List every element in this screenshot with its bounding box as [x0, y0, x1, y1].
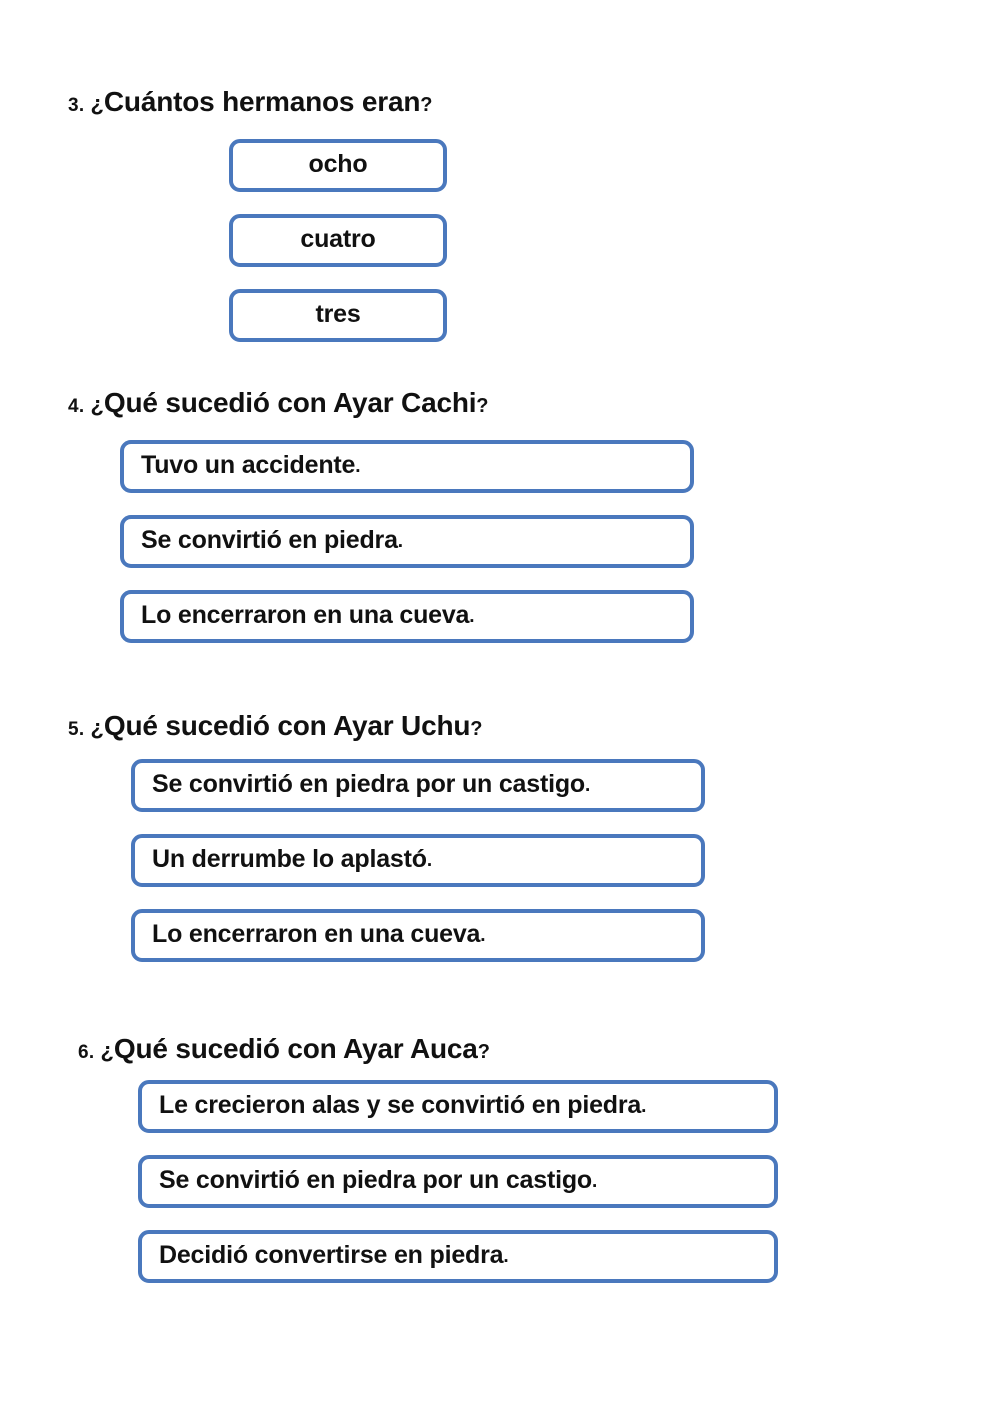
question-open-mark-4: ¿	[90, 392, 104, 417]
option-3-1-label: ocho	[308, 150, 368, 178]
option-5-1-dot: .	[584, 774, 591, 796]
question-heading-5: 5.¿Qué sucedió con Ayar Uchu?	[68, 712, 1000, 740]
question-open-mark-3: ¿	[90, 91, 104, 116]
option-5-3[interactable]: Lo encerraron en una cueva.	[131, 909, 705, 962]
question-block-3: 3.¿Cuántos hermanos eran? ocho cuatro tr…	[0, 88, 1000, 342]
question-number-3: 3.	[68, 95, 85, 116]
option-6-2-dot: .	[591, 1170, 598, 1192]
option-6-1-label: Le crecieron alas y se convirtió en pied…	[159, 1091, 642, 1119]
question-block-5: 5.¿Qué sucedió con Ayar Uchu? Se convirt…	[0, 712, 1000, 962]
option-3-1[interactable]: ocho	[229, 139, 447, 192]
question-heading-4: 4.¿Qué sucedió con Ayar Cachi?	[68, 389, 1000, 417]
question-text-6: Qué sucedió con Ayar Auca	[113, 1033, 478, 1064]
question-text-3: Cuántos hermanos eran	[103, 86, 421, 117]
question-text-5: Qué sucedió con Ayar Uchu	[103, 710, 471, 741]
question-text-4: Qué sucedió con Ayar Cachi	[103, 387, 477, 418]
question-number-4: 4.	[68, 396, 85, 417]
question-close-mark-3: ?	[420, 94, 433, 116]
option-5-2-dot: .	[426, 849, 433, 871]
question-open-mark-6: ¿	[100, 1038, 114, 1063]
option-3-3[interactable]: tres	[229, 289, 447, 342]
question-number-5: 5.	[68, 719, 85, 740]
option-4-2-label: Se convirtió en piedra	[141, 526, 398, 554]
option-list-3: ocho cuatro tres	[229, 139, 447, 342]
option-4-1-label: Tuvo un accidente	[141, 451, 356, 479]
option-5-3-label: Lo encerraron en una cueva	[152, 920, 481, 948]
option-5-2-label: Un derrumbe lo aplastó	[152, 845, 427, 873]
option-6-3-dot: .	[503, 1245, 509, 1267]
option-6-1-dot: .	[641, 1095, 647, 1117]
option-6-3-label: Decidió convertirse en piedra	[159, 1241, 504, 1269]
option-list-6: Le crecieron alas y se convirtió en pied…	[138, 1080, 778, 1283]
option-3-3-label: tres	[315, 300, 361, 328]
question-close-mark-5: ?	[470, 718, 483, 740]
option-5-1[interactable]: Se convirtió en piedra por un castigo.	[131, 759, 705, 812]
question-close-mark-6: ?	[477, 1041, 490, 1063]
option-3-2[interactable]: cuatro	[229, 214, 447, 267]
question-number-6: 6.	[78, 1042, 95, 1063]
option-3-2-label: cuatro	[300, 225, 376, 253]
option-4-2-dot: .	[397, 530, 404, 552]
option-list-5: Se convirtió en piedra por un castigo. U…	[131, 759, 705, 962]
option-4-2[interactable]: Se convirtió en piedra.	[120, 515, 694, 568]
option-6-1[interactable]: Le crecieron alas y se convirtió en pied…	[138, 1080, 778, 1133]
option-6-3[interactable]: Decidió convertirse en piedra.	[138, 1230, 778, 1283]
question-close-mark-4: ?	[476, 395, 489, 417]
question-heading-3: 3.¿Cuántos hermanos eran?	[68, 88, 1000, 116]
option-6-2[interactable]: Se convirtió en piedra por un castigo.	[138, 1155, 778, 1208]
question-block-6: 6.¿Qué sucedió con Ayar Auca? Le crecier…	[0, 1035, 1000, 1283]
option-4-1-dot: .	[355, 455, 361, 477]
question-heading-6: 6.¿Qué sucedió con Ayar Auca?	[78, 1035, 1000, 1063]
question-block-4: 4.¿Qué sucedió con Ayar Cachi? Tuvo un a…	[0, 389, 1000, 643]
option-4-1[interactable]: Tuvo un accidente.	[120, 440, 694, 493]
question-open-mark-5: ¿	[90, 715, 104, 740]
option-5-3-dot: .	[480, 924, 486, 946]
option-6-2-label: Se convirtió en piedra por un castigo	[159, 1166, 592, 1194]
option-5-2[interactable]: Un derrumbe lo aplastó.	[131, 834, 705, 887]
option-4-3-dot: .	[469, 605, 475, 627]
option-4-3[interactable]: Lo encerraron en una cueva.	[120, 590, 694, 643]
option-5-1-label: Se convirtió en piedra por un castigo	[152, 770, 585, 798]
option-4-3-label: Lo encerraron en una cueva	[141, 601, 470, 629]
option-list-4: Tuvo un accidente. Se convirtió en piedr…	[120, 440, 694, 643]
